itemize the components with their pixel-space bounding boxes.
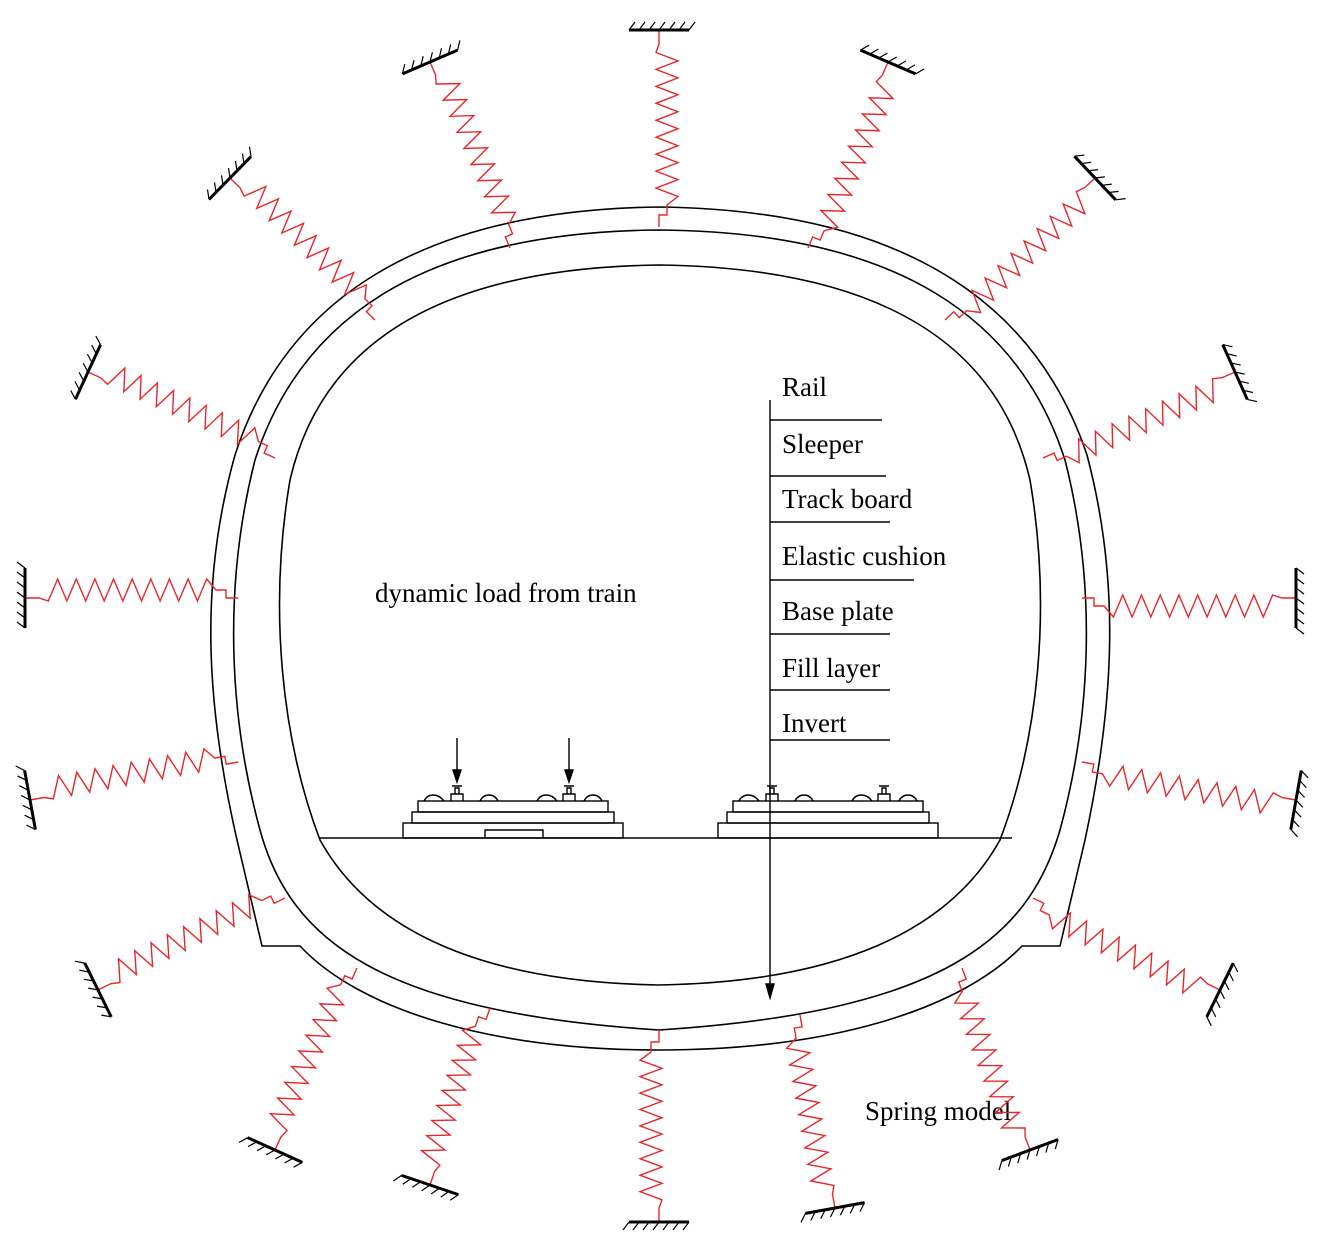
spring-16 <box>419 1007 491 1186</box>
tunnel-lining-middle <box>232 229 1088 1031</box>
ground-hatch-5 <box>1074 154 1126 201</box>
spring-7 <box>1042 371 1236 464</box>
spring-10 <box>29 747 239 801</box>
tunnel-lining-inner <box>278 264 1042 986</box>
layer-label-fill-layer: Fill layer <box>782 653 880 683</box>
spring-14 <box>268 967 358 1151</box>
spring-model-label: Spring model <box>865 1096 1011 1126</box>
layer-label-track-board: Track board <box>782 484 913 514</box>
ground-hatch-2 <box>401 40 461 75</box>
spring-9 <box>1082 593 1296 619</box>
spring-3 <box>807 61 895 249</box>
ground-hatch-10 <box>15 765 36 831</box>
spring-1 <box>654 30 680 227</box>
ground-hatch-17 <box>800 1202 866 1223</box>
ground-hatch-7 <box>1222 344 1258 403</box>
ground-hatch-8 <box>16 561 26 629</box>
spring-12 <box>97 893 286 991</box>
spring-5 <box>944 177 1096 321</box>
layer-label-sleeper: Sleeper <box>782 429 863 459</box>
spring-13 <box>1032 897 1221 995</box>
ground-hatch-15 <box>998 1139 1059 1171</box>
layer-label-rail: Rail <box>782 372 827 402</box>
ground-hatch-3 <box>860 44 925 75</box>
spring-6 <box>87 366 276 459</box>
ground-hatch-6 <box>70 335 102 400</box>
ground-hatch-11 <box>1290 770 1309 838</box>
layer-label-invert: Invert <box>782 708 847 738</box>
ground-hatch-1 <box>628 21 696 31</box>
spring-8 <box>25 577 238 603</box>
spring-2 <box>429 61 517 249</box>
spring-18 <box>637 1030 665 1222</box>
ground-hatch-12 <box>74 960 112 1018</box>
springs-group <box>15 21 1309 1231</box>
right-track-structure <box>717 785 939 839</box>
ground-hatch-14 <box>238 1137 303 1168</box>
ground-hatch-13 <box>1206 962 1239 1027</box>
dynamic-load-label: dynamic load from train <box>375 578 637 608</box>
layer-label-base-plate: Base plate <box>782 596 894 626</box>
ground-hatch-4 <box>206 146 252 200</box>
layer-label-elastic-cushion: Elastic cushion <box>782 541 947 571</box>
left-track-structure <box>402 785 624 839</box>
load-arrows <box>452 738 574 785</box>
ground-hatch-18 <box>622 1221 690 1231</box>
spring-4 <box>229 177 376 321</box>
layer-leader <box>765 400 914 1001</box>
spring-17 <box>785 1014 836 1209</box>
spring-11 <box>1081 761 1297 815</box>
spring-15 <box>953 967 1031 1151</box>
tunnel-lining-outer <box>210 206 1111 1051</box>
ground-hatch-9 <box>1295 567 1305 635</box>
ground-hatch-16 <box>392 1174 459 1201</box>
